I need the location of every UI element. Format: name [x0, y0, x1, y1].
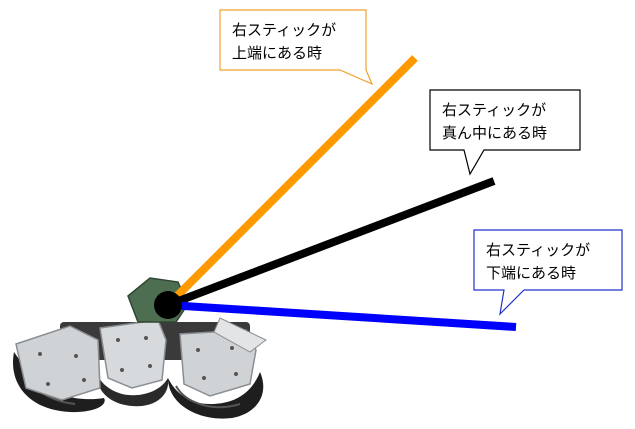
callout-center: 右スティックが 真ん中にある時: [429, 89, 581, 176]
robot-right-wheel: [168, 372, 264, 419]
pivot-point: [154, 291, 182, 319]
callout-bottom-line1: 右スティックが: [486, 241, 590, 259]
callout-bottom: 右スティックが 下端にある時: [473, 229, 623, 316]
callout-top-line1: 右スティックが: [232, 21, 336, 39]
robot-screws: [38, 336, 238, 386]
center-position-line: [166, 177, 496, 309]
callout-center-line2: 真ん中にある時: [442, 124, 547, 142]
callout-top-line2: 上端にある時: [232, 44, 322, 62]
robot-middle-wheel: [96, 372, 169, 407]
callout-bottom-line2: 下端にある時: [486, 264, 576, 282]
robot-image: [13, 277, 267, 419]
robot-right-wing: [213, 317, 267, 353]
bottom-position-line: [167, 301, 517, 331]
callout-center-line1: 右スティックが: [442, 101, 546, 119]
callout-top-box: [219, 9, 374, 86]
callout-center-box: [429, 89, 581, 176]
robot-middle-panel: [99, 319, 167, 389]
callout-top: 右スティックが 上端にある時: [219, 9, 374, 86]
robot-left-panel: [15, 325, 101, 401]
callout-bottom-box: [473, 229, 623, 316]
top-position-line: [165, 55, 418, 308]
